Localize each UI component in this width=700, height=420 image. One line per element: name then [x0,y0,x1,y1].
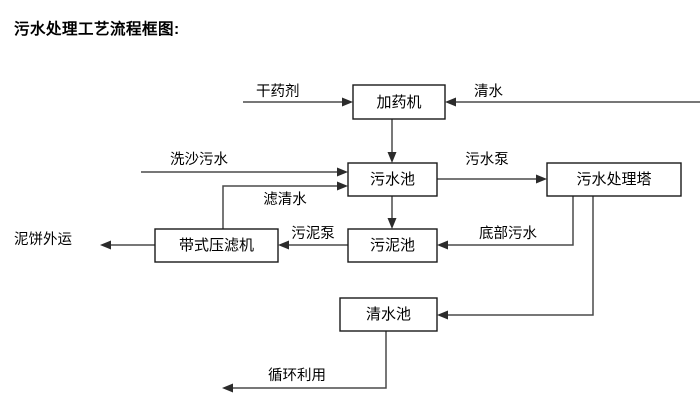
edge-clean-water-to-dosing [445,97,700,107]
arrow-head-icon [100,240,111,250]
terminal-label-sand-wash-water: 洗沙污水 [170,151,228,168]
node-box [339,297,438,332]
node-box [352,84,446,120]
terminal-label-mud-cake-out: 泥饼外运 [14,231,72,248]
node-clear-water-pool[interactable]: 清水池 [339,297,438,332]
page-title: 污水处理工艺流程框图: [14,21,180,38]
node-box [546,162,682,197]
arrow-head-icon [222,383,233,393]
node-label: 污水处理塔 [576,171,651,188]
edge-clear-water-pool-to-recycle [222,331,387,393]
edge-label-sludge-pump: 污泥泵 [291,225,335,242]
edge-dosing-to-wastewater-pool [387,119,397,163]
node-sludge-pool[interactable]: 污泥池 [347,228,438,263]
edge-press-to-mud-cake [100,240,155,250]
edge-press-to-wastewater-pool [222,181,348,229]
edge-line [222,185,340,229]
node-label: 加药机 [376,94,421,111]
edge-sandwash-to-wastewater-pool [141,167,348,177]
arrow-head-icon [278,240,289,250]
terminal-label-dry-chemical: 干药剂 [256,83,300,100]
arrow-head-icon [342,97,353,107]
terminal-label-clean-water: 清水 [474,83,503,100]
node-label: 污泥池 [370,237,415,254]
edge-wastewater-pool-to-tower [437,174,547,184]
arrow-head-icon [437,240,448,250]
edge-tower-to-clear-water-pool [437,196,594,320]
edge-label-filtered-clear-water: 滤清水 [263,191,307,208]
arrow-head-icon [445,97,456,107]
edge-sludge-pool-to-press [278,240,348,250]
node-box [347,228,438,263]
node-treatment-tower[interactable]: 污水处理塔 [546,162,682,197]
arrow-head-icon [337,181,348,191]
node-box [154,228,279,263]
edge-line [445,196,594,316]
arrow-head-icon [387,152,397,163]
edge-wastewater-pool-to-sludge-pool [387,196,397,229]
node-belt-filter-press[interactable]: 带式压滤机 [154,228,279,263]
edge-label-wastewater-pump: 污水泵 [465,151,509,168]
node-box [347,162,438,197]
edge-label-recycle-reuse: 循环利用 [268,367,326,384]
arrow-head-icon [337,167,348,177]
node-label: 清水池 [366,306,411,323]
edge-label-bottom-wastewater: 底部污水 [479,225,537,242]
edge-tower-to-sludge-pool [437,196,574,250]
node-label: 污水池 [370,171,415,188]
edge-line [230,331,387,389]
node-wastewater-pool[interactable]: 污水池 [347,162,438,197]
edge-line [445,196,574,246]
node-label: 带式压滤机 [179,237,254,254]
edge-dry-chemical-to-dosing [243,97,353,107]
node-dosing-machine[interactable]: 加药机 [352,84,446,120]
arrow-head-icon [536,174,547,184]
arrow-head-icon [437,310,448,320]
arrow-head-icon [387,218,397,229]
